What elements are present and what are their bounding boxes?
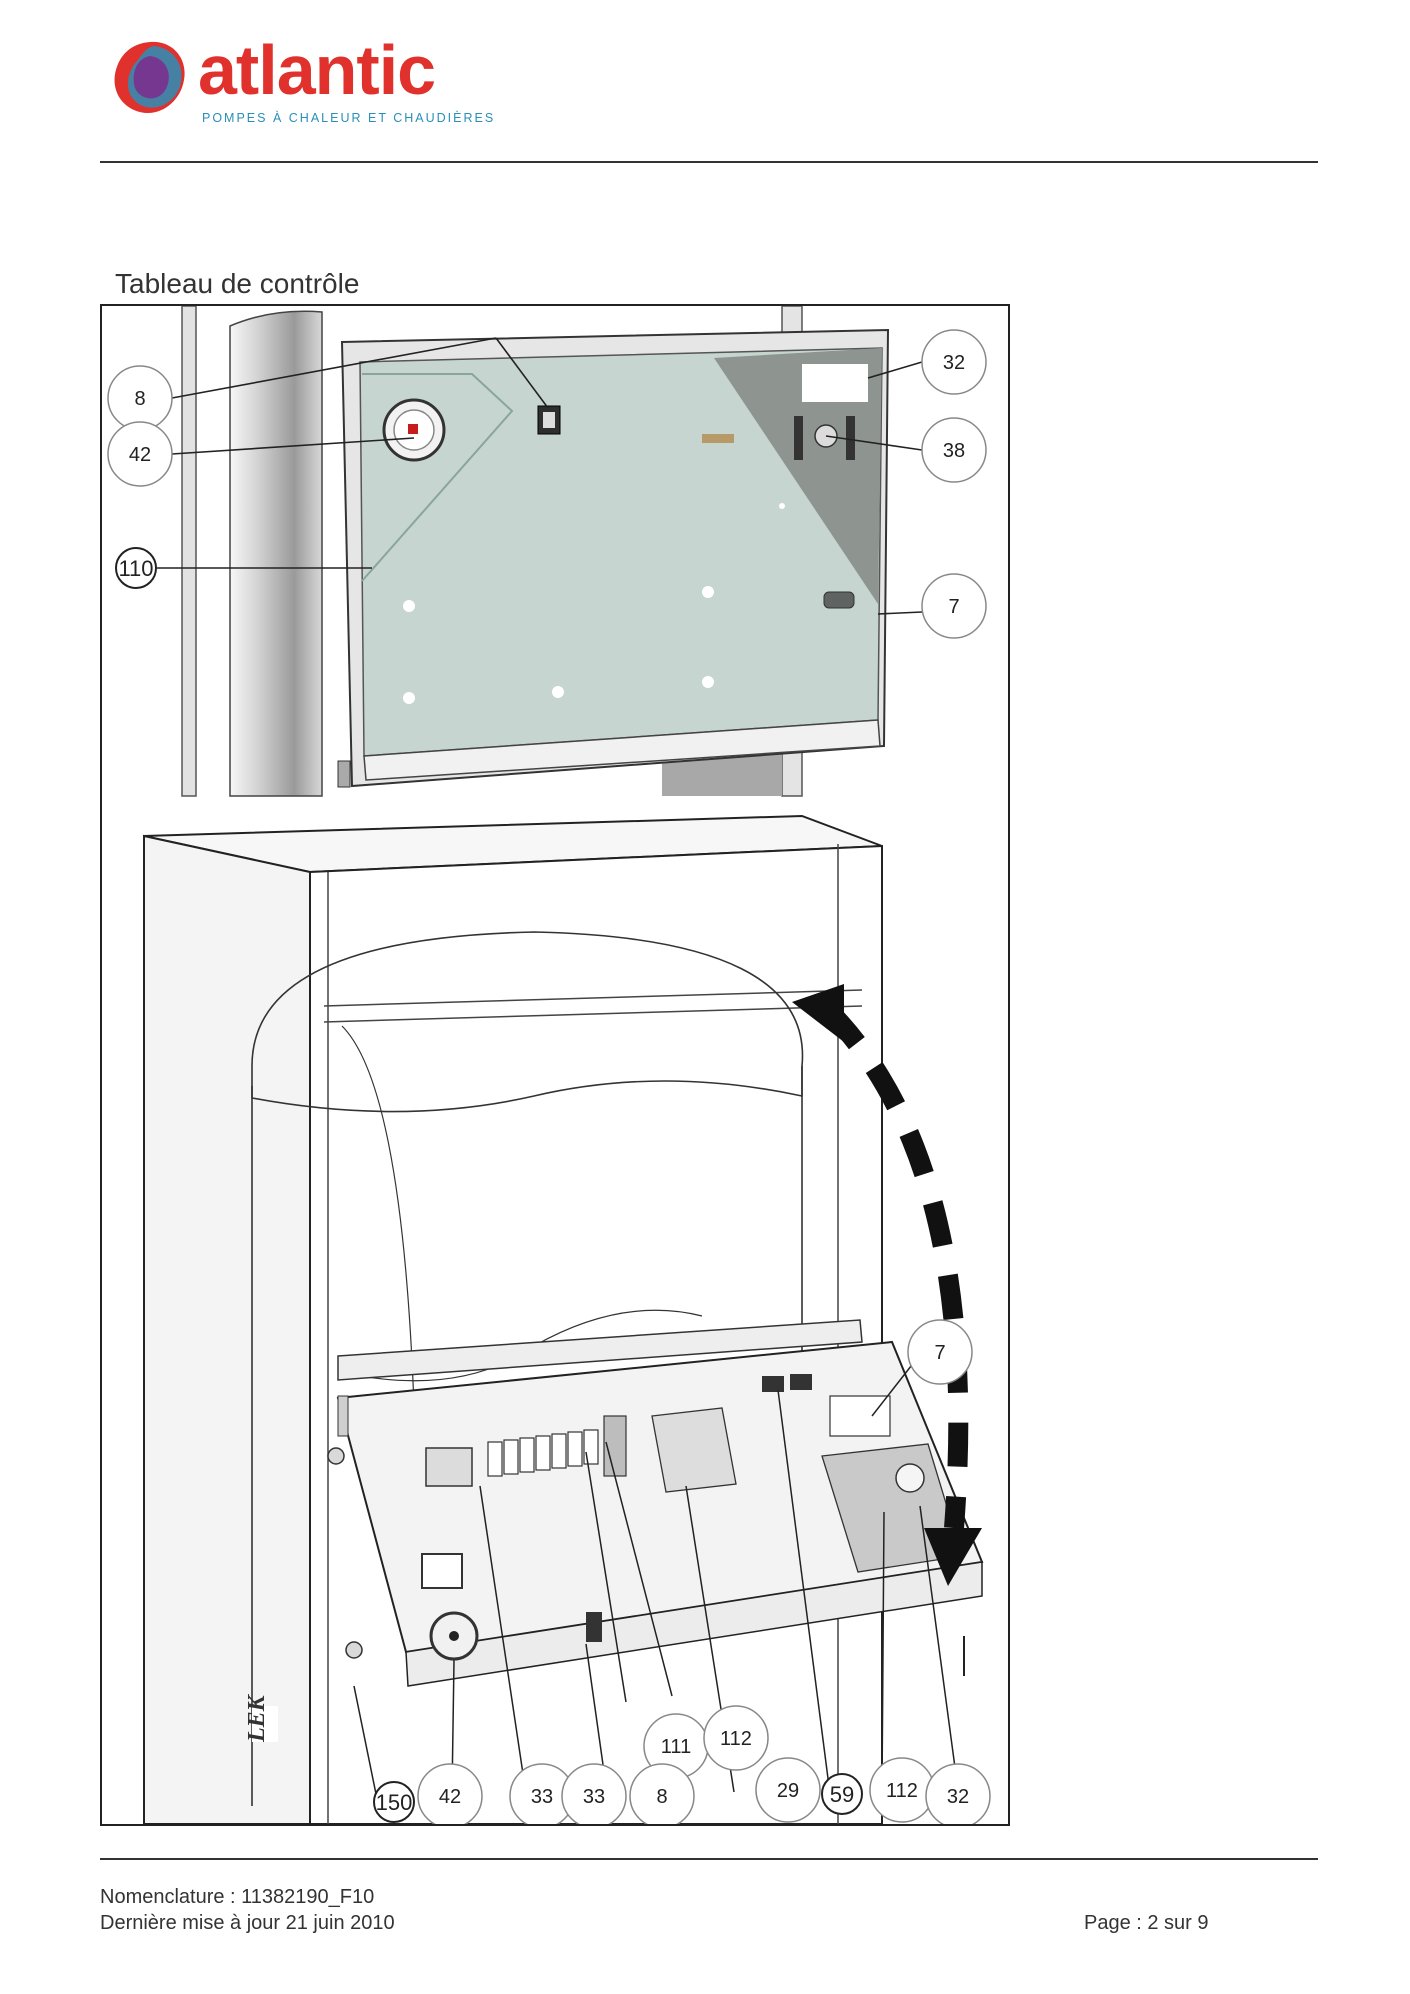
callout-8-top: 8 [134,388,145,410]
footer-updated: Dernière mise à jour 21 juin 2010 [100,1912,395,1934]
callout-33-first: 33 [531,1786,553,1808]
brand-tagline: POMPES À CHALEUR ET CHAUDIÈRES [202,111,496,125]
callout-111: 111 [661,1736,691,1758]
side-label: LEK [244,1693,270,1743]
callout-7-top: 7 [948,596,959,618]
section-title: Tableau de contrôle [115,268,360,299]
logo-mark-icon [114,41,185,114]
callout-112-right: 112 [886,1780,918,1802]
top-leader-lines [156,337,923,615]
callout-38: 38 [943,440,965,462]
callout-110: 110 [118,556,153,581]
brand-logo: atlantic POMPES À CHALEUR ET CHAUDIÈRES [110,31,493,138]
footer-divider [100,1858,1318,1860]
callout-29: 29 [777,1780,799,1802]
control-panel-diagram: LEK 8 [107,306,991,1824]
callout-42-bottom: 42 [439,1786,461,1808]
brand-name: atlantic [198,31,436,109]
panel-open-view: LEK [143,814,984,1824]
panel-closed-view [181,306,890,797]
control-panel-figure: LEK 8 [100,304,1010,1826]
callout-labels: 8 42 110 32 38 7 7 111 112 150 42 33 33 [107,329,991,1824]
callout-42-top: 42 [129,444,151,466]
callout-8-bottom: 8 [656,1786,667,1808]
footer-nomenclature: Nomenclature : 11382190_F10 [100,1886,375,1908]
callout-150: 150 [376,1790,413,1815]
callout-59: 59 [830,1782,854,1807]
callout-32-top: 32 [943,352,965,374]
callout-33-second: 33 [583,1786,605,1808]
callout-7-bottom: 7 [934,1342,945,1364]
rotation-arrow-icon [792,984,982,1586]
footer-page-number: Page : 2 sur 9 [1084,1912,1209,1934]
header-divider [100,161,1318,163]
callout-112-left: 112 [720,1728,752,1750]
callout-32-bottom: 32 [947,1786,969,1808]
